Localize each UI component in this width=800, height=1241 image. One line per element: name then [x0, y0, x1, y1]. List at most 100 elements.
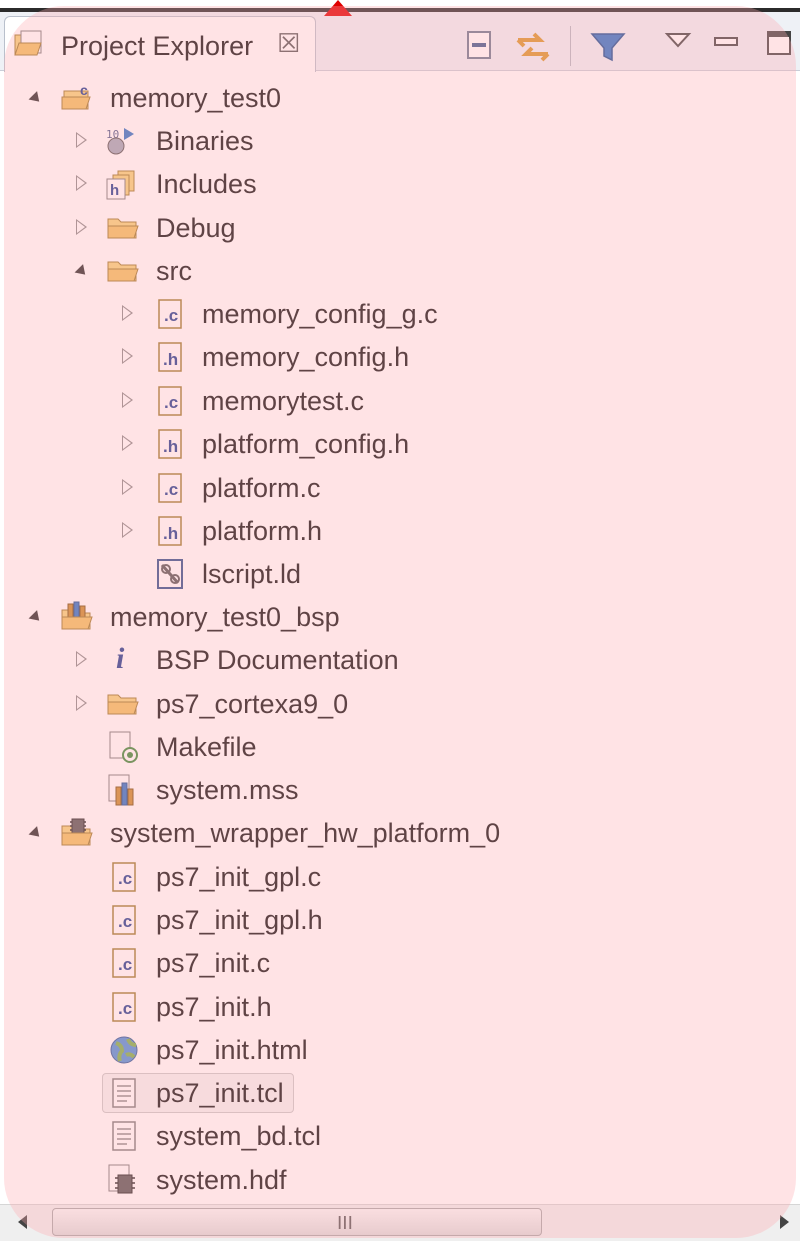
collapse-arrow-icon[interactable] — [28, 826, 44, 841]
collapse-arrow-icon[interactable] — [28, 91, 44, 106]
c-file-icon: .c — [112, 862, 136, 892]
expand-arrow-icon[interactable] — [122, 479, 133, 495]
svg-text:.c: .c — [118, 955, 132, 974]
tree-item-label: ps7_cortexa9_0 — [156, 689, 349, 719]
globe-icon — [110, 1036, 138, 1064]
expand-arrow-icon[interactable] — [122, 522, 133, 538]
hdf-file-icon — [108, 1164, 135, 1194]
collapse-all-icon[interactable] — [462, 28, 496, 62]
expand-arrow-icon[interactable] — [76, 175, 87, 191]
tree-item-system-mss[interactable]: system.mss — [0, 770, 800, 810]
tree-item-ps7-init-gpl-c[interactable]: .c ps7_init_gpl.c — [0, 857, 800, 897]
tree-item-src[interactable]: src — [0, 251, 800, 291]
c-file-icon: .c — [112, 905, 136, 935]
minimize-icon[interactable] — [712, 32, 740, 52]
c-project-icon: c — [61, 82, 91, 110]
svg-text:.h: .h — [163, 437, 178, 456]
svg-text:.c: .c — [118, 869, 132, 888]
c-file-icon: .c — [158, 299, 182, 329]
tree-item-memory-test0[interactable]: c memory_test0 — [0, 78, 800, 118]
expand-arrow-icon[interactable] — [122, 305, 133, 321]
tree-item-label: system_wrapper_hw_platform_0 — [110, 818, 501, 848]
horizontal-scrollbar[interactable]: III — [0, 1204, 800, 1241]
expand-arrow-icon[interactable] — [76, 132, 87, 148]
tree-item-label: platform.h — [202, 516, 323, 546]
text-file-icon — [112, 1078, 136, 1108]
expand-arrow-icon[interactable] — [76, 695, 87, 711]
tree-item-label: Includes — [156, 169, 257, 199]
tree-item-label: src — [156, 256, 192, 286]
tree-item-label: ps7_init_gpl.h — [156, 905, 323, 935]
tree-item-lscript-ld[interactable]: lscript.ld — [0, 554, 800, 594]
view-menu-icon[interactable] — [664, 30, 692, 50]
expand-arrow-icon[interactable] — [122, 348, 133, 364]
tree-item-system-bd-tcl[interactable]: system_bd.tcl — [0, 1116, 800, 1156]
tree-item-binaries[interactable]: 10 Binaries — [0, 121, 800, 161]
expand-arrow-icon[interactable] — [76, 651, 87, 667]
tree-item-memory-config-h[interactable]: .h memory_config.h — [0, 337, 800, 377]
binaries-icon: 10 — [106, 128, 134, 155]
hw-platform-icon — [61, 818, 93, 846]
tree-item-label: memory_config_g.c — [202, 299, 438, 329]
expand-arrow-icon[interactable] — [122, 392, 133, 408]
tab-label: Project Explorer — [61, 31, 254, 61]
c-file-icon: .c — [158, 386, 182, 416]
tree-item-makefile[interactable]: Makefile — [0, 727, 800, 767]
text-file-icon — [112, 1121, 136, 1151]
scrollbar-thumb[interactable]: III — [52, 1208, 542, 1236]
tree-item-label: Binaries — [156, 126, 254, 156]
tree-item-ps7-init-tcl[interactable]: ps7_init.tcl — [0, 1073, 800, 1113]
tree-item-ps7-init-gpl-h[interactable]: .c ps7_init_gpl.h — [0, 900, 800, 940]
tree-item-memory-test0-bsp[interactable]: memory_test0_bsp — [0, 597, 800, 637]
project-explorer-icon — [14, 30, 42, 56]
tree-item-label: memory_test0 — [110, 83, 282, 113]
expand-arrow-icon[interactable] — [76, 219, 87, 235]
tree-item-system-hdf[interactable]: system.hdf — [0, 1160, 800, 1200]
tree-item-debug[interactable]: Debug — [0, 208, 800, 248]
maximize-icon[interactable] — [764, 28, 794, 58]
h-file-icon: .h — [158, 342, 182, 372]
tree-item-label: memory_config.h — [202, 342, 410, 372]
collapse-arrow-icon[interactable] — [74, 264, 90, 279]
tab-project-explorer[interactable]: Project Explorer ☒ — [4, 16, 316, 72]
tree-item-platform-c[interactable]: .c platform.c — [0, 468, 800, 508]
c-file-icon: .c — [112, 992, 136, 1022]
folder-icon — [107, 218, 139, 239]
svg-text:.c: .c — [164, 306, 178, 325]
tree-item-label: system_bd.tcl — [156, 1121, 322, 1151]
tree-item-label: ps7_init_gpl.c — [156, 862, 322, 892]
expand-arrow-icon[interactable] — [122, 435, 133, 451]
scrollbar-grip: III — [337, 1213, 353, 1234]
scroll-right-icon[interactable] — [780, 1215, 789, 1229]
tree-item-label: platform.c — [202, 473, 321, 503]
collapse-arrow-icon[interactable] — [28, 610, 44, 625]
tree-item-label: BSP Documentation — [156, 645, 399, 675]
tree-item-ps7-cortexa9-0[interactable]: ps7_cortexa9_0 — [0, 684, 800, 724]
c-file-icon: .c — [112, 948, 136, 978]
tree-item-label: lscript.ld — [202, 559, 302, 589]
tree-item-bsp-documentation[interactable]: i BSP Documentation — [0, 640, 800, 680]
panel-header: Project Explorer ☒ — [0, 12, 800, 72]
h-file-icon: .h — [158, 516, 182, 546]
linker-script-icon — [157, 559, 183, 589]
tree-item-label: memorytest.c — [202, 386, 365, 416]
tree-item-memory-config-g-c[interactable]: .c memory_config_g.c — [0, 294, 800, 334]
link-with-editor-icon[interactable] — [514, 28, 552, 66]
tree-item-label: Makefile — [156, 732, 257, 762]
h-file-icon: .h — [158, 429, 182, 459]
c-file-icon: .c — [158, 473, 182, 503]
tree-item-platform-config-h[interactable]: .h platform_config.h — [0, 424, 800, 464]
tree-item-ps7-init-c[interactable]: .c ps7_init.c — [0, 943, 800, 983]
tree-item-platform-h[interactable]: .h platform.h — [0, 511, 800, 551]
tree-item-memorytest-c[interactable]: .c memorytest.c — [0, 381, 800, 421]
close-icon[interactable]: ☒ — [277, 29, 301, 59]
tree-item-includes[interactable]: h Includes — [0, 164, 800, 204]
folder-icon — [107, 694, 139, 715]
tree-item-label: Debug — [156, 213, 236, 243]
tree-item-ps7-init-h[interactable]: .c ps7_init.h — [0, 987, 800, 1027]
tree-item-system-wrapper-hw-platform-0[interactable]: system_wrapper_hw_platform_0 — [0, 813, 800, 853]
filter-icon[interactable] — [590, 30, 626, 64]
svg-text:.h: .h — [163, 524, 178, 543]
scroll-left-icon[interactable] — [18, 1215, 27, 1229]
tree-item-ps7-init-html[interactable]: ps7_init.html — [0, 1030, 800, 1070]
